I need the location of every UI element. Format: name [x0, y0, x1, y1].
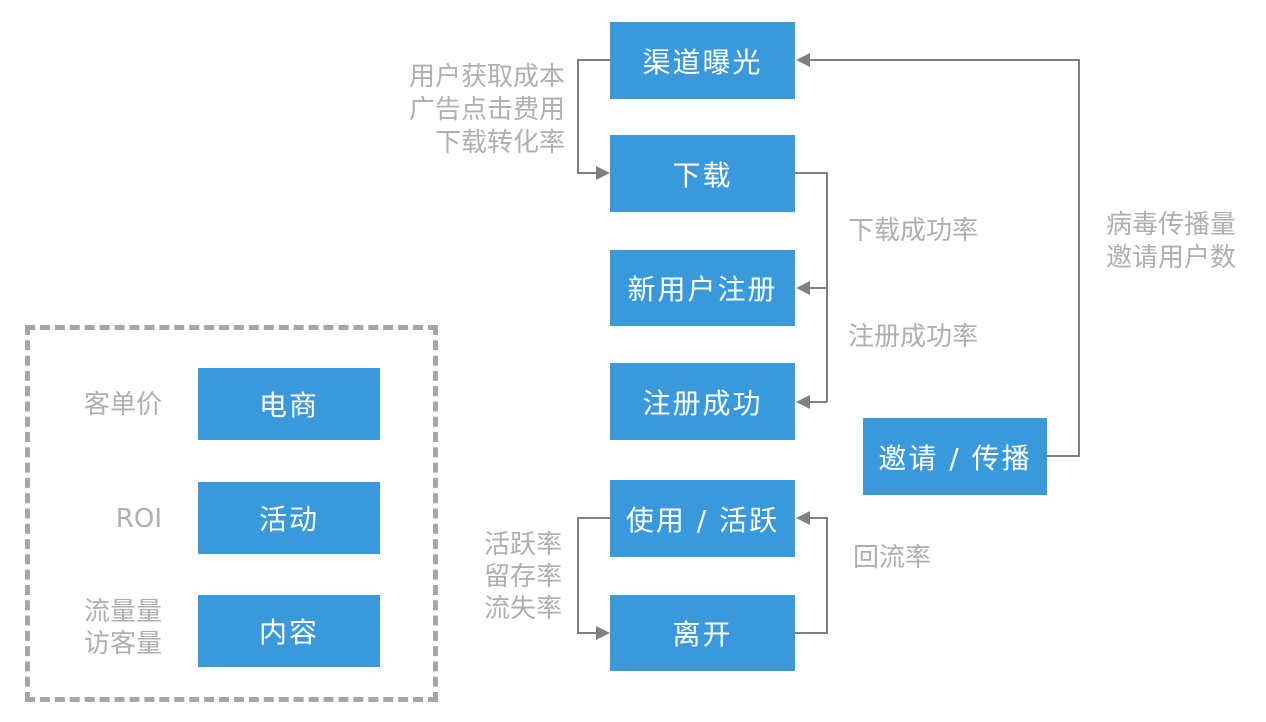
- label-line: 留存率: [483, 562, 562, 592]
- label-engagement-metrics: 活跃率 留存率 流失率: [432, 529, 562, 625]
- label-viral-metrics: 病毒传播量 邀请用户数: [1106, 209, 1236, 275]
- label-line: 流失率: [483, 594, 562, 624]
- connector-active-leave-v: [577, 517, 579, 633]
- label-line: 活跃率: [483, 530, 562, 560]
- connector-exposure-download-v: [577, 59, 579, 173]
- label-line: 下载转化率: [434, 128, 565, 158]
- connector-exposure-download-h2: [577, 172, 597, 174]
- connector-rail-success-h: [810, 401, 827, 403]
- node-activity: 活动: [198, 482, 380, 554]
- node-content: 内容: [198, 595, 380, 667]
- connector-leave-active-v: [826, 517, 828, 633]
- connector-leave-active-h1: [795, 632, 828, 634]
- connector-invite-loop-v: [1078, 59, 1080, 456]
- connector-exposure-download-h1: [578, 59, 610, 61]
- connector-active-leave-h2: [577, 632, 597, 634]
- connector-invite-loop-h1: [1047, 455, 1080, 457]
- node-use-active: 使用 / 活跃: [610, 480, 795, 557]
- connector-download-rail-h1: [795, 172, 828, 174]
- label-line: 流量量: [83, 597, 162, 627]
- node-new-user-register: 新用户注册: [610, 250, 795, 326]
- label-roi: ROI: [115, 504, 162, 534]
- label-download-success-rate: 下载成功率: [848, 216, 979, 246]
- business-model-panel: [25, 325, 438, 702]
- arrowhead-into-use-active: [796, 511, 810, 525]
- node-download: 下载: [610, 135, 795, 212]
- label-traffic-visitors: 流量量 访客量: [42, 596, 162, 660]
- node-leave: 离开: [610, 595, 795, 671]
- node-ecommerce: 电商: [198, 368, 380, 440]
- arrowhead-into-channel-exposure: [796, 53, 810, 67]
- label-line: 广告点击费用: [408, 95, 565, 125]
- arrowhead-into-leave: [596, 626, 610, 640]
- arrowhead-into-download: [596, 166, 610, 180]
- connector-download-rail-v: [826, 172, 828, 402]
- label-line: 邀请用户数: [1106, 243, 1237, 273]
- connector-invite-loop-h2: [810, 59, 1079, 61]
- label-register-success-rate: 注册成功率: [848, 322, 979, 352]
- label-line: 用户获取成本: [408, 62, 565, 92]
- label-return-rate: 回流率: [853, 543, 932, 573]
- node-invite-spread: 邀请 / 传播: [863, 418, 1047, 495]
- connector-active-leave-h1: [578, 517, 610, 519]
- arrowhead-into-new-user-register: [796, 281, 810, 295]
- arrowhead-into-register-success: [796, 395, 810, 409]
- label-line: 病毒传播量: [1106, 210, 1237, 240]
- connector-leave-active-h2: [810, 517, 827, 519]
- connector-rail-register-h: [810, 287, 827, 289]
- label-acquisition-metrics: 用户获取成本 广告点击费用 下载转化率: [375, 61, 565, 160]
- label-avg-order-value: 客单价: [83, 390, 162, 420]
- label-line: 访客量: [83, 629, 162, 659]
- node-channel-exposure: 渠道曝光: [610, 22, 795, 99]
- node-register-success: 注册成功: [610, 363, 795, 440]
